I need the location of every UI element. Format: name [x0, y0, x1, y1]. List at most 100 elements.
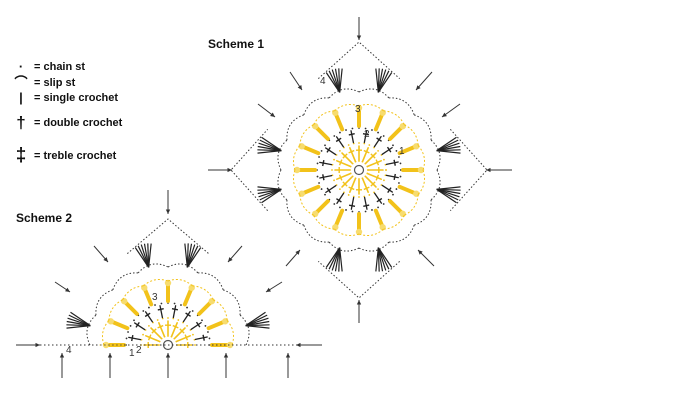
chain-st: [318, 156, 320, 158]
chain-st: [140, 338, 143, 341]
chain-st: [331, 163, 334, 166]
chain-st: [395, 188, 398, 190]
legend-double-crochet: † = double crochet: [14, 114, 122, 131]
chain-arch: [430, 169, 441, 201]
treble-crochet-fan: [375, 247, 379, 272]
cluster-top: [417, 166, 425, 174]
chain-st: [345, 129, 347, 131]
treble-crochet-icon: ‡: [15, 145, 27, 166]
round-2-double-crochet: [350, 196, 355, 210]
chain-arch: [95, 289, 114, 316]
scheme-2-title: Scheme 2: [16, 211, 73, 225]
round-2-double-crochet: [335, 136, 344, 148]
chain-st-icon: ·: [18, 59, 24, 74]
chain-st: [177, 319, 180, 321]
round-1-double-crochet-bar: [348, 149, 355, 154]
chain-st: [160, 302, 163, 305]
round-2-double-crochet: [325, 185, 337, 194]
cluster-top: [120, 297, 128, 305]
chain-arch: [239, 314, 250, 346]
slip-st-icon: ⌒: [14, 75, 28, 90]
round-2-double-crochet-bar: [322, 174, 325, 181]
chain-arch: [358, 88, 390, 99]
round-2-double-crochet-bar: [387, 187, 392, 193]
chain-arch: [167, 263, 199, 274]
chain-st: [320, 188, 323, 190]
round-2-double-crochet: [133, 322, 146, 331]
round-1-double-crochet: [336, 160, 351, 167]
chain-arch: [334, 228, 360, 236]
chain-st: [167, 317, 169, 319]
round-1-double-crochet: [367, 173, 382, 180]
chain-st: [382, 135, 385, 137]
chain-st: [339, 131, 341, 134]
chain-arch: [358, 228, 384, 236]
chain-st: [339, 206, 341, 209]
round-1-double-crochet: [150, 327, 162, 339]
scheme-1-title: Scheme 1: [208, 37, 265, 51]
chain-arch: [167, 279, 193, 287]
chain-st: [398, 156, 400, 158]
center-ring: [353, 164, 365, 176]
insert-arrow-head: [35, 342, 40, 348]
insert-arrow-head: [65, 287, 70, 292]
chain-st: [392, 144, 394, 147]
treble-crochet-fan: [436, 188, 457, 204]
chain-st: [333, 158, 335, 161]
round-1-double-crochet: [174, 327, 186, 339]
chain-arch: [417, 145, 425, 171]
chain-st: [347, 144, 350, 146]
chain-arch: [313, 110, 335, 125]
chain-arch: [213, 299, 228, 321]
chain-arch: [293, 169, 301, 195]
round-2-double-crochet-bar: [376, 197, 383, 203]
insert-arrow-head: [442, 112, 447, 117]
chain-st: [201, 319, 203, 322]
chain-st: [385, 169, 387, 171]
chain-st: [399, 175, 402, 178]
chain-arch: [192, 285, 214, 300]
chain-arch: [388, 97, 415, 116]
treble-crochet-fan: [377, 72, 393, 93]
chain-st: [320, 150, 323, 152]
chain-st: [133, 319, 135, 322]
round-2-double-crochet: [385, 174, 399, 179]
row-number-label: 4: [320, 76, 326, 87]
round-1-double-crochet-bar: [370, 153, 376, 159]
insert-arrow-head: [296, 342, 301, 348]
corner-chain: [449, 128, 488, 212]
chain-st: [316, 162, 319, 165]
chain-st: [142, 333, 144, 336]
round-2-double-crochet-bar: [157, 308, 164, 311]
chain-arch: [277, 139, 288, 171]
chain-st: [208, 337, 211, 340]
round-1-double-crochet: [365, 152, 377, 164]
corner-chain: [317, 260, 401, 299]
round-1-double-crochet-bar: [370, 181, 376, 187]
chain-arch: [286, 199, 305, 226]
round-2-double-crochet-bar: [362, 133, 370, 136]
row-number-label: 2: [136, 345, 142, 356]
round-1-double-crochet: [341, 152, 353, 164]
chain-st: [333, 203, 336, 205]
round-1-double-crochet: [362, 178, 369, 193]
cluster-top: [355, 228, 363, 236]
chain-arch: [328, 88, 360, 99]
treble-crochet-fan: [436, 150, 461, 154]
chain-st: [186, 325, 188, 327]
round-2-double-crochet: [363, 196, 368, 210]
round-2-double-crochet-bar: [131, 334, 134, 342]
cluster-top: [311, 210, 319, 218]
round-2-double-crochet: [144, 311, 153, 323]
round-2-double-crochet-bar: [185, 312, 191, 317]
cluster-top: [102, 341, 110, 349]
chain-st: [318, 182, 320, 184]
chain-st: [368, 144, 371, 146]
round-2-double-crochet-bar: [322, 159, 325, 167]
chain-arch: [413, 114, 432, 141]
row-number-label: 1: [399, 146, 405, 157]
round-1-double-crochet: [362, 147, 369, 162]
insert-arrow-head: [356, 35, 362, 40]
